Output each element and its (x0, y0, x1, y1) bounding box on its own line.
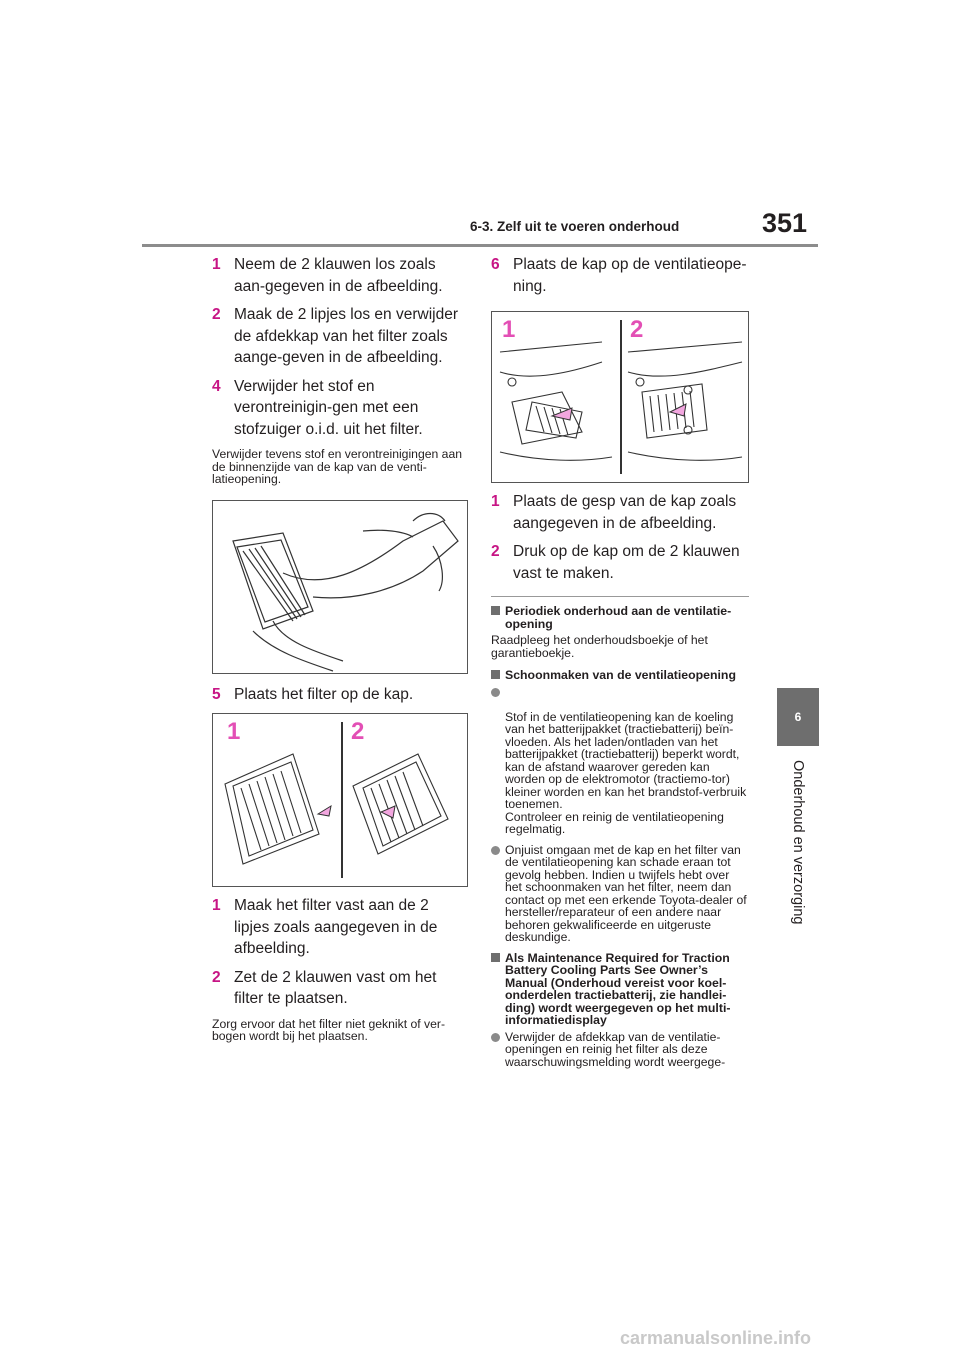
step-number: 2 (212, 968, 221, 986)
step-item: 5 Plaats het filter op de kap. (212, 684, 468, 706)
step-text: Maak de 2 lipjes los en verwijder de afd… (234, 306, 458, 366)
step-item: 2 Druk op de kap om de 2 klauwen vast te… (491, 541, 749, 584)
bullet-item: Verwijder de afdekkap van de ventilatie-… (491, 1029, 749, 1069)
note: Verwijder tevens stof en verontreiniging… (212, 447, 462, 486)
figure-divider (341, 722, 343, 878)
bullet-item: Stof in de ventilatieopening kan de koel… (491, 686, 749, 836)
figure-vacuum-filter (212, 499, 468, 674)
section-heading: Als Maintenance Required for Traction Ba… (491, 950, 749, 1027)
vacuum-illustration (232, 512, 459, 672)
step-number: 6 (491, 256, 500, 273)
step-text: Druk op de kap om de 2 klauwen vast te m… (513, 543, 740, 582)
bullet-text: Verwijder de afdekkap van de ventilatie-… (505, 1029, 726, 1069)
step-item: 2 Maak de 2 lipjes los en verwijder de a… (212, 304, 468, 369)
section-rule (491, 596, 749, 597)
figure-cover-vent: 1 2 (491, 311, 749, 483)
bullet-text: Stof in de ventilatieopening kan de koel… (505, 709, 747, 836)
step-item: 1 Maak het filter vast aan de 2 lipjes z… (212, 895, 468, 960)
step-text: Plaats de gesp van de kap zoals aangegev… (513, 493, 737, 532)
chapter-title: Onderhoud en verzorging (774, 760, 822, 930)
figure-label-1: 1 (502, 316, 516, 343)
step-number: 4 (212, 377, 221, 395)
square-icon (491, 606, 500, 615)
step-item: 6 Plaats de kap op de ventilatieope-ning… (491, 254, 749, 297)
running-header: 6-3. Zelf uit te voeren onderhoud (470, 219, 680, 234)
step-number: 2 (491, 543, 500, 560)
step-item: 1 Neem de 2 klauwen los zoals aan-gegeve… (212, 254, 468, 297)
step-item: 4 Verwijder het stof en verontreinigin-g… (212, 376, 468, 441)
left-column: 1 Neem de 2 klauwen los zoals aan-gegeve… (212, 254, 468, 1053)
figure-divider (620, 320, 622, 474)
right-column: 6 Plaats de kap op de ventilatieope-ning… (491, 254, 749, 1076)
step-number: 5 (212, 685, 221, 703)
step-text: Plaats de kap op de ventilatieope-ning. (513, 256, 747, 295)
step-number: 1 (212, 897, 221, 914)
step-item: 2 Zet de 2 klauwen vast om het filter te… (212, 967, 468, 1010)
step-text: Verwijder het stof en verontreinigin-gen… (234, 377, 423, 438)
bullet-dot-icon (491, 687, 500, 697)
step-text: Maak het filter vast aan de 2 lipjes zoa… (234, 897, 438, 957)
note: Zorg ervoor dat het filter niet geknikt … (212, 1016, 446, 1043)
chapter-title-text: Onderhoud en verzorging (790, 760, 806, 925)
watermark: carmanualsonline.info (620, 1328, 812, 1348)
bullet-item: Onjuist omgaan met de kap en het filter … (491, 842, 749, 944)
figure-filter-cover: 1 2 (212, 713, 468, 887)
square-icon (491, 670, 500, 679)
bullet-dot-icon (491, 845, 500, 855)
section-title: Schoonmaken van de ventilatieopening (505, 668, 736, 682)
chapter-tab: 6 (777, 688, 819, 746)
step-number: 1 (491, 493, 500, 510)
section-title: Periodiek onderhoud aan de ventilatie-op… (505, 604, 732, 631)
page-number: 351 (762, 208, 808, 238)
step-text: Zet de 2 klauwen vast om het filter te p… (234, 968, 437, 1008)
section-text: Raadpleeg het onderhoudsboekje of het ga… (491, 633, 708, 660)
section-heading: Schoonmaken van de ventilatieopening (491, 669, 749, 682)
step-text: Plaats het filter op de kap. (234, 685, 414, 703)
step-item: 1 Plaats de gesp van de kap zoals aangeg… (491, 491, 749, 534)
section-title: Als Maintenance Required for Traction Ba… (505, 950, 731, 1027)
filter-illustration (224, 753, 449, 865)
figure-label-1: 1 (227, 718, 241, 745)
square-icon (491, 952, 500, 962)
bullet-dot-icon (491, 1032, 500, 1042)
header-rule (142, 244, 818, 247)
section-heading: Periodiek onderhoud aan de ventilatie-op… (491, 605, 749, 630)
vent-illustration (499, 341, 743, 461)
step-number: 1 (212, 256, 221, 273)
step-text: Neem de 2 klauwen los zoals aan-gegeven … (234, 256, 443, 295)
figure-label-2: 2 (351, 718, 365, 745)
figure-label-2: 2 (630, 316, 644, 343)
step-number: 2 (212, 306, 221, 323)
bullet-text: Onjuist omgaan met de kap en het filter … (505, 842, 747, 944)
